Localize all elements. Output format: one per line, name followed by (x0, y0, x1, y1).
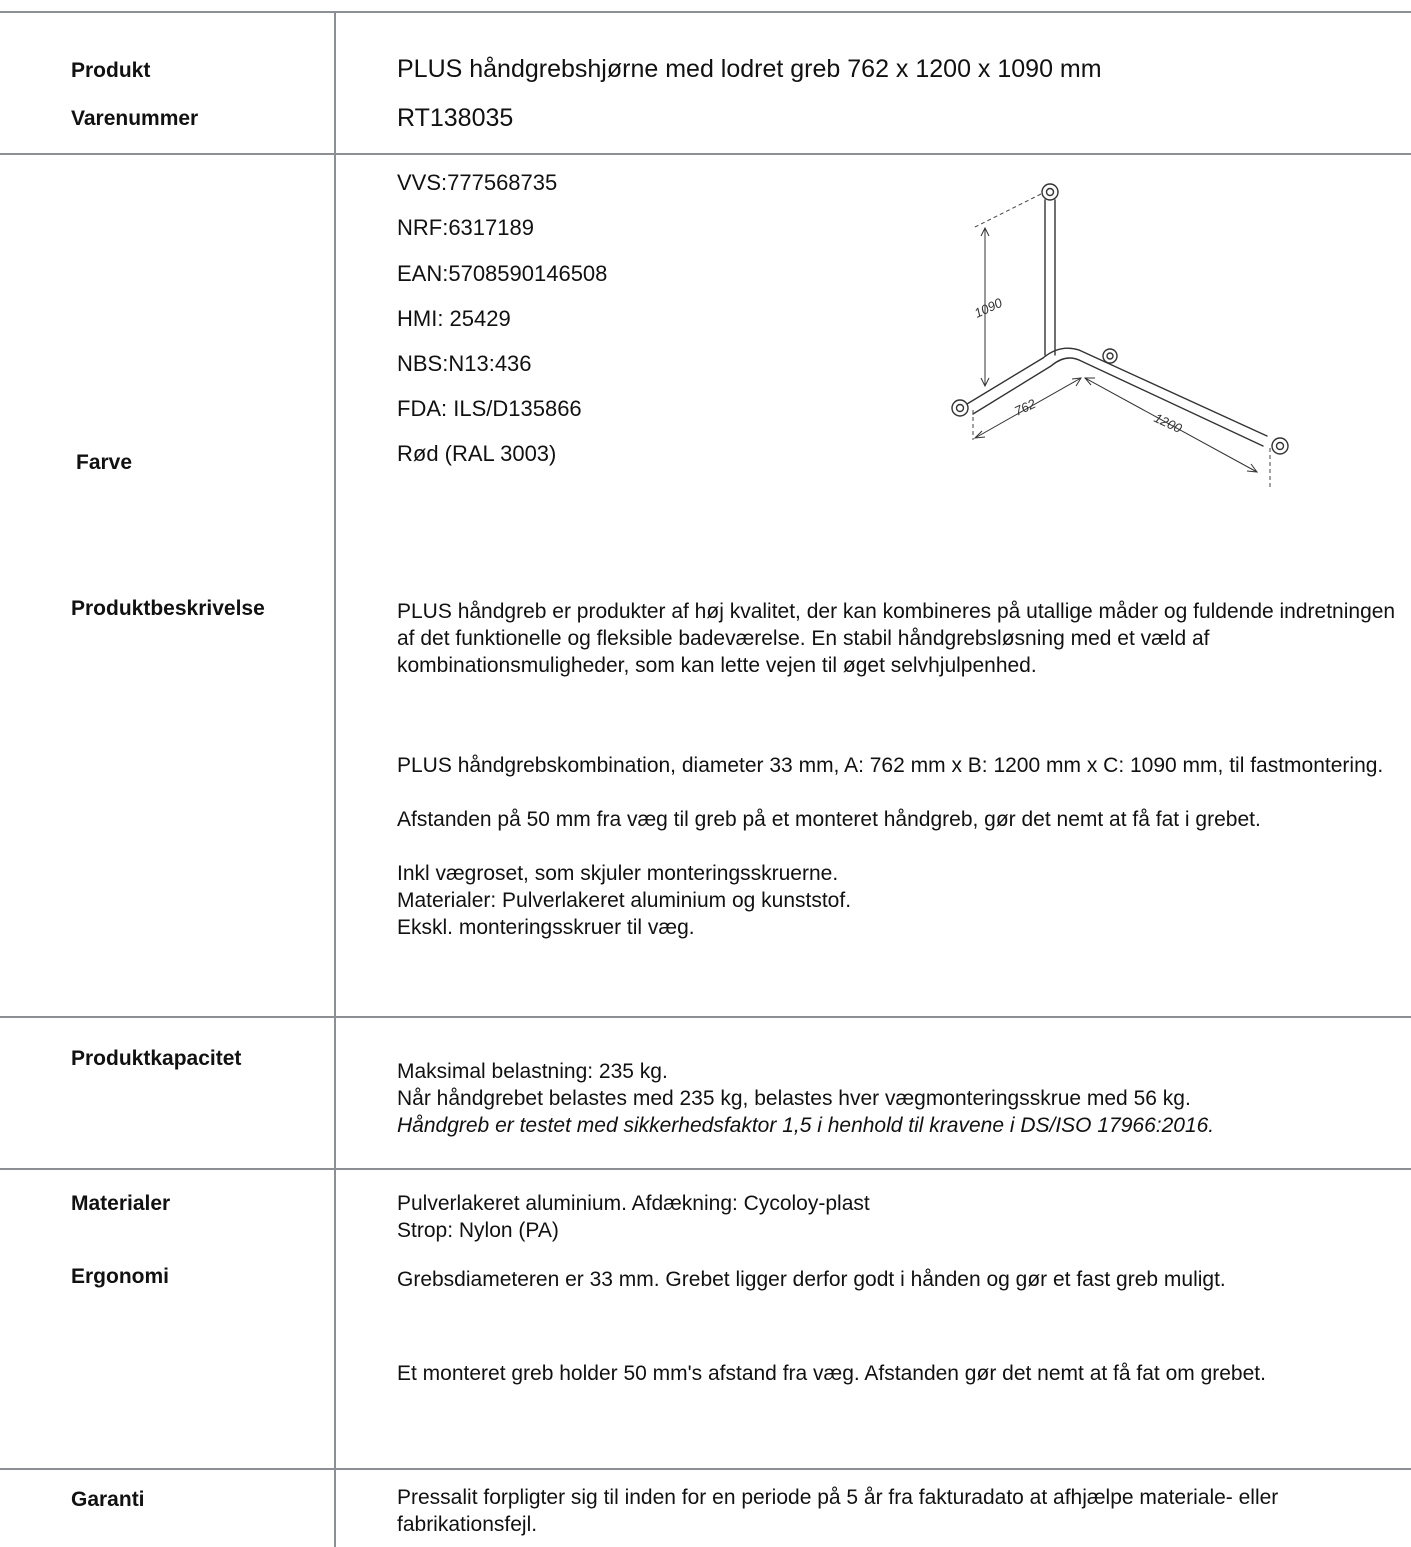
nrf-code: NRF:6317189 (397, 215, 534, 240)
column-divider-3 (334, 1168, 336, 1468)
materials-label: Materialer (71, 1192, 171, 1215)
item-number-label: Varenummer (71, 107, 199, 130)
description-rule (0, 1016, 1411, 1018)
ean-code: EAN:5708590146508 (397, 261, 608, 286)
header-rule (0, 153, 1411, 155)
capacity-rule (0, 1168, 1411, 1170)
description-screws: Ekskl. monteringsskruer til væg. (397, 916, 695, 939)
grab-bar-corner-drawing: 1090 762 1200 (951, 183, 1289, 490)
color-value: Rød (RAL 3003) (397, 441, 557, 466)
ergonomics-rule (0, 1468, 1411, 1470)
description-materials: Materialer: Pulverlakeret aluminium og k… (397, 889, 852, 912)
capacity-label: Produktkapacitet (71, 1047, 242, 1070)
ergonomics-label: Ergonomi (71, 1265, 169, 1288)
capacity-screw-load: Når håndgrebet belastes med 235 kg, bela… (397, 1087, 1191, 1110)
product-label: Produkt (71, 59, 151, 82)
fda-code: FDA: ILS/D135866 (397, 396, 582, 421)
hmi-code: HMI: 25429 (397, 306, 511, 331)
description-dimensions: PLUS håndgrebskombination, diameter 33 m… (397, 754, 1384, 777)
item-number: RT138035 (397, 104, 514, 132)
column-divider-4 (334, 1468, 336, 1547)
dim-b-label: 1200 (1152, 410, 1185, 436)
description-label: Produktbeskrivelse (71, 597, 265, 620)
capacity-max-load: Maksimal belastning: 235 kg. (397, 1060, 668, 1083)
ergonomics-diameter: Grebsdiameteren er 33 mm. Grebet ligger … (397, 1268, 1226, 1291)
dim-a-label: 762 (1012, 396, 1039, 419)
column-divider-1 (334, 11, 336, 1016)
materials-aluminium: Pulverlakeret aluminium. Afdækning: Cyco… (397, 1192, 870, 1215)
description-intro: PLUS håndgreb er produkter af høj kvalit… (397, 600, 1396, 677)
description-rosette: Inkl vægroset, som skjuler monteringsskr… (397, 862, 839, 885)
top-rule (0, 11, 1411, 13)
warranty-text: Pressalit forpligter sig til inden for e… (397, 1486, 1279, 1536)
warranty-label: Garanti (71, 1488, 145, 1511)
nbs-code: NBS:N13:436 (397, 351, 532, 376)
capacity-test-note: Håndgreb er testet med sikkerhedsfaktor … (397, 1114, 1215, 1137)
materials-strap: Strop: Nylon (PA) (397, 1219, 559, 1242)
description-distance: Afstanden på 50 mm fra væg til greb på e… (397, 808, 1261, 831)
dim-height-label: 1090 (972, 295, 1005, 321)
column-divider-2 (334, 1016, 336, 1168)
color-label: Farve (76, 451, 133, 474)
ergonomics-distance: Et monteret greb holder 50 mm's afstand … (397, 1362, 1266, 1385)
product-title: PLUS håndgrebshjørne med lodret greb 762… (397, 55, 1102, 83)
product-drawing: 1090 762 1200 (945, 178, 1295, 498)
vvs-code: VVS:777568735 (397, 170, 558, 195)
